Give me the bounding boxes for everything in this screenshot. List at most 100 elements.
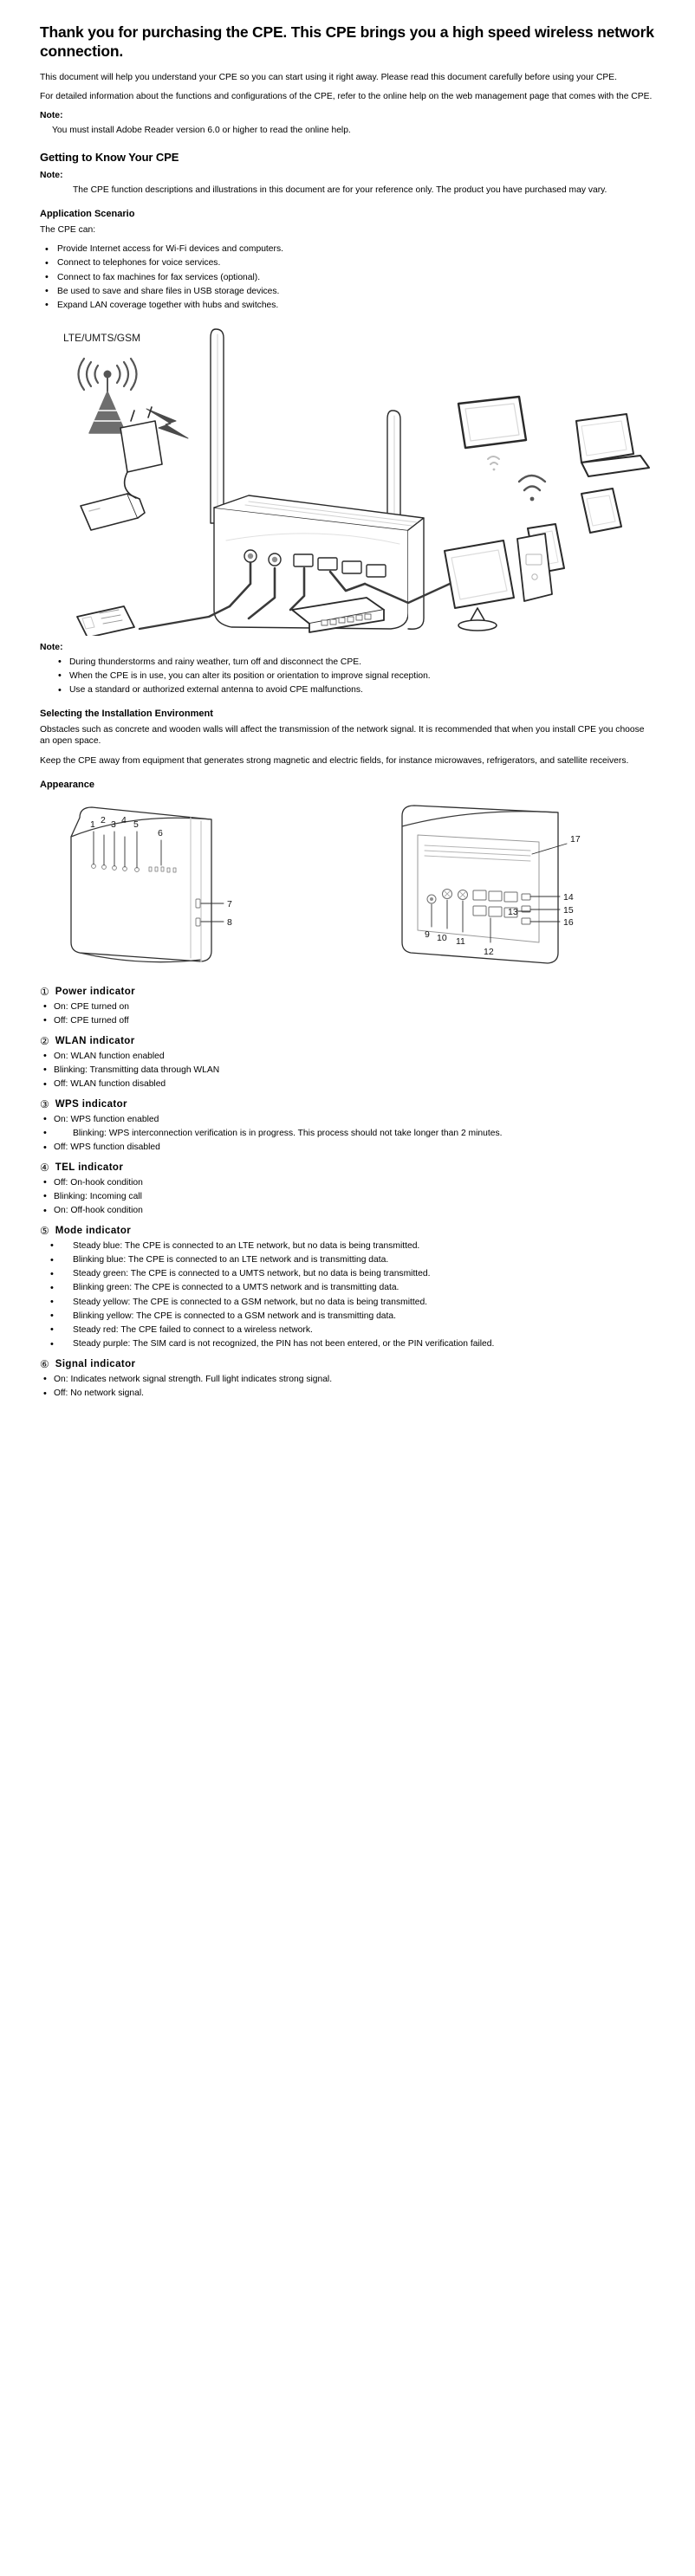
indicator-heading-tel: ④ TEL indicator: [40, 1162, 655, 1173]
cable-lan-2: [328, 570, 367, 592]
indicator-heading-mode: ⑤ Mode indicator: [40, 1226, 655, 1236]
indicator-name: WLAN indicator: [55, 1035, 135, 1046]
tablet-device: [457, 395, 528, 449]
scenario-note-list: During thunderstorms and rainy weather, …: [40, 656, 655, 696]
cpe-front-view: 1 2 3 4 5 6 7 8: [70, 806, 232, 963]
list-item: Blinking green: The CPE is connected to …: [40, 1282, 655, 1294]
indicator-states-mode: Steady blue: The CPE is connected to an …: [40, 1239, 655, 1350]
application-scenario-illustration: LTE/UMTS/GSM: [40, 324, 655, 636]
laptop-device: [575, 412, 650, 477]
list-item: On: Indicates network signal strength. F…: [40, 1373, 655, 1385]
callout-16: 16: [563, 917, 574, 928]
indicator-states-tel: Off: On-hook condition Blinking: Incomin…: [40, 1176, 655, 1217]
circled-number-4-icon: ④: [40, 1161, 49, 1174]
indicator-heading-power: ① Power indicator: [40, 987, 655, 997]
list-item: Steady blue: The CPE is connected to an …: [40, 1239, 655, 1252]
list-item: Be used to save and share files in USB s…: [40, 285, 655, 297]
callout-12: 12: [484, 947, 494, 957]
indicator-states-wlan: On: WLAN function enabled Blinking: Tran…: [40, 1050, 655, 1091]
circled-number-6-icon: ⑥: [40, 1357, 49, 1370]
cable-usb: [228, 561, 252, 607]
note-text-reference: The CPE function descriptions and illust…: [73, 184, 607, 195]
scenario-diagram: LTE/UMTS/GSM: [63, 327, 650, 636]
document-page: Thank you for purchasing the CPE. This C…: [0, 0, 695, 1419]
list-item: Off: WPS function disabled: [40, 1142, 655, 1154]
indicator-heading-wps: ③ WPS indicator: [40, 1099, 655, 1110]
callout-14: 14: [563, 892, 574, 903]
section-application-scenario: Application Scenario: [40, 208, 135, 219]
callout-9: 9: [425, 929, 430, 940]
callout-10: 10: [437, 933, 447, 943]
list-item: Steady red: The CPE failed to connect to…: [40, 1324, 655, 1336]
application-scenario-list: Provide Internet access for Wi-Fi device…: [40, 243, 655, 312]
list-item: Steady purple: The SIM card is not recog…: [40, 1338, 655, 1350]
wifi-waves-icon: [487, 455, 500, 471]
callout-4: 4: [121, 815, 127, 825]
indicator-heading-wlan: ② WLAN indicator: [40, 1036, 655, 1046]
note-text-adobe: You must install Adobe Reader version 6.…: [52, 126, 351, 136]
indicator-states-power: On: CPE turned on Off: CPE turned off: [40, 1000, 655, 1026]
callout-6: 6: [158, 828, 163, 838]
list-item: During thunderstorms and rainy weather, …: [40, 656, 655, 668]
indicator-name: WPS indicator: [55, 1098, 127, 1110]
callout-1: 1: [90, 819, 95, 830]
page-title: Thank you for purchasing the CPE. This C…: [40, 23, 654, 61]
intro-paragraph-2: For detailed information about the funct…: [40, 92, 653, 102]
power-adapter: [120, 405, 163, 499]
callout-8: 8: [227, 917, 232, 928]
callout-11: 11: [456, 936, 465, 947]
callout-17: 17: [570, 834, 581, 845]
list-item: When the CPE is in use, you can alter it…: [40, 670, 655, 682]
callout-13: 13: [508, 907, 518, 917]
list-item: On: Off-hook condition: [40, 1205, 655, 1217]
list-item: Blinking yellow: The CPE is connected to…: [40, 1310, 655, 1322]
callout-7: 7: [227, 899, 232, 909]
indicator-descriptions: ① Power indicator On: CPE turned on Off:…: [40, 987, 655, 1400]
note-label-scenario: Note:: [40, 642, 63, 652]
circled-number-5-icon: ⑤: [40, 1224, 49, 1237]
callout-15: 15: [563, 905, 574, 916]
application-scenario-lead: The CPE can:: [40, 224, 96, 235]
back-port-cluster: [426, 888, 531, 925]
appearance-diagram: 1 2 3 4 5 6 7 8: [70, 805, 581, 964]
indicator-name: TEL indicator: [55, 1162, 124, 1173]
side-button-7: [195, 898, 201, 909]
signal-bolt-icon: [146, 408, 189, 439]
callout-3: 3: [111, 819, 116, 830]
list-item: Steady green: The CPE is connected to a …: [40, 1268, 655, 1280]
usb-stick-device: [80, 492, 146, 531]
installation-paragraph-2: Keep the CPE away from equipment that ge…: [40, 756, 629, 767]
installation-paragraph-1: Obstacles such as concrete and wooden wa…: [40, 724, 645, 747]
indicator-states-wps: On: WPS function enabled Blinking: WPS i…: [40, 1113, 655, 1154]
cell-tower-icon: [77, 357, 138, 434]
wifi-signal-icon: [517, 474, 547, 502]
indicator-name: Signal indicator: [55, 1358, 136, 1369]
section-getting-to-know: Getting to Know Your CPE: [40, 150, 179, 164]
section-appearance: Appearance: [40, 779, 94, 790]
network-label: LTE/UMTS/GSM: [63, 332, 140, 344]
list-item: Connect to fax machines for fax services…: [40, 271, 655, 283]
cpe-back-view: 9 10 11 12 13 14 15 16 17: [401, 805, 581, 964]
circled-number-3-icon: ③: [40, 1097, 49, 1110]
indicator-states-signal: On: Indicates network signal strength. F…: [40, 1373, 655, 1399]
telephone-device: [76, 605, 135, 636]
list-item: Blinking blue: The CPE is connected to a…: [40, 1254, 655, 1266]
cpe-port-row: [244, 548, 386, 578]
indicator-name: Power indicator: [55, 986, 136, 997]
list-item: Steady yellow: The CPE is connected to a…: [40, 1296, 655, 1308]
network-switch-device: [291, 596, 385, 633]
note-label-adobe: Note:: [40, 111, 63, 121]
indicator-heading-signal: ⑥ Signal indicator: [40, 1359, 655, 1369]
list-item: Blinking: Transmitting data through WLAN: [40, 1064, 655, 1076]
desktop-computer-device: [444, 532, 553, 631]
list-item: Blinking: Incoming call: [40, 1190, 655, 1202]
note-label-reference: Note:: [40, 170, 63, 180]
list-item: On: CPE turned on: [40, 1000, 655, 1013]
cable-phone-line: [247, 566, 276, 619]
list-item: Off: WLAN function disabled: [40, 1078, 655, 1091]
circled-number-1-icon: ①: [40, 985, 49, 998]
side-button-8: [195, 917, 201, 927]
list-item: Blinking: WPS interconnection verificati…: [40, 1127, 655, 1139]
list-item: Provide Internet access for Wi-Fi device…: [40, 243, 655, 256]
list-item: Connect to telephones for voice services…: [40, 257, 655, 269]
